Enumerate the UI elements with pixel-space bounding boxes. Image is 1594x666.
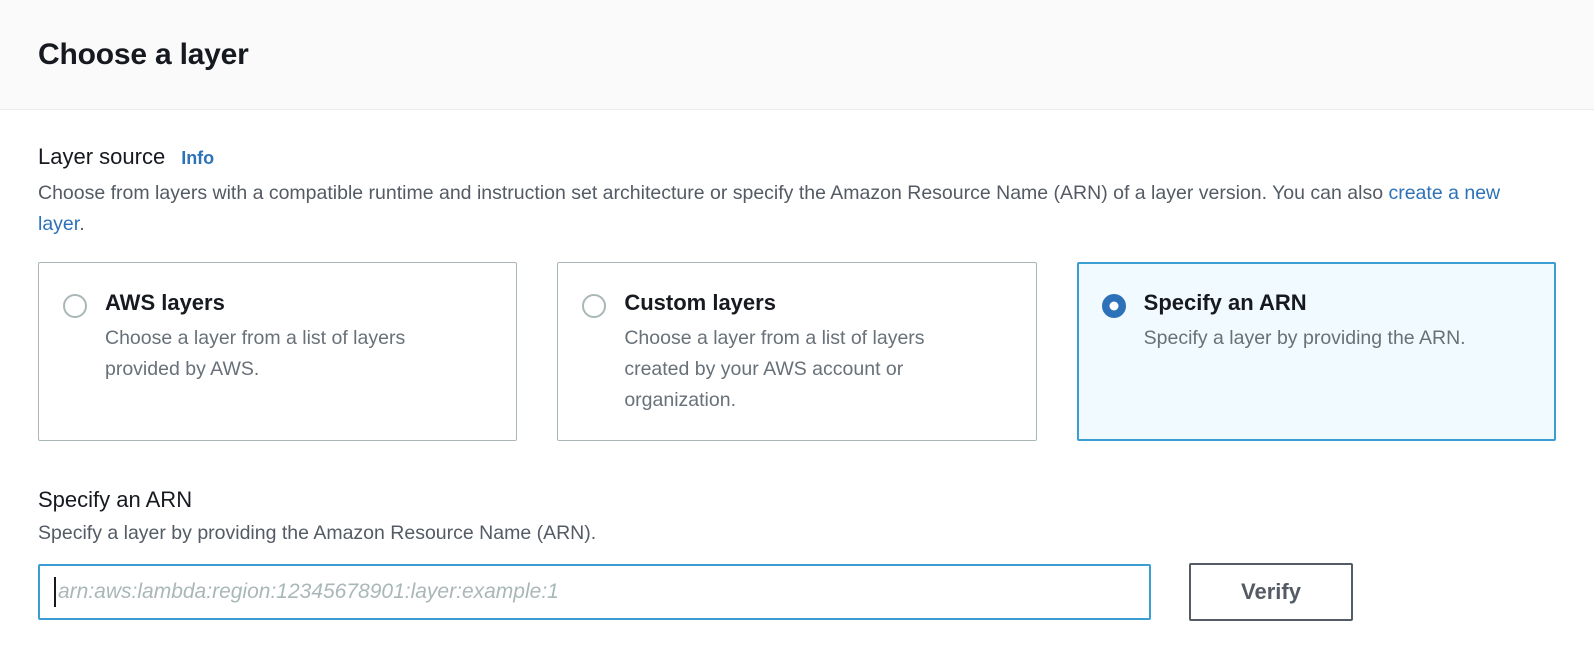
radio-icon[interactable] — [63, 294, 87, 318]
layer-source-option-aws-layers[interactable]: AWS layers Choose a layer from a list of… — [38, 262, 518, 441]
page-title: Choose a layer — [38, 37, 249, 71]
create-a-new-layer-link[interactable]: create a new layer — [38, 182, 1501, 235]
layer-source-radio-group: AWS layers Choose a layer from a list of… — [38, 262, 1556, 441]
arn-input-wrapper — [38, 564, 1151, 620]
arn-input-row: Verify — [38, 563, 1556, 621]
option-description: Choose a layer from a list of layers pro… — [105, 327, 406, 380]
layer-source-label-row: Layer source Info — [38, 144, 1556, 170]
option-title: AWS layers — [105, 290, 225, 315]
verify-button[interactable]: Verify — [1189, 563, 1353, 621]
option-description: Choose a layer from a list of layers cre… — [624, 327, 925, 411]
option-title: Specify an ARN — [1143, 290, 1307, 315]
dialog-header: Choose a layer — [0, 0, 1594, 110]
arn-section: Specify an ARN Specify a layer by provid… — [38, 487, 1556, 621]
text-caret — [54, 577, 56, 607]
layer-source-description-text-1: Choose from layers with a compatible run… — [38, 182, 1389, 204]
layer-source-description-text-2: . — [79, 213, 85, 235]
option-description: Specify a layer by providing the ARN. — [1143, 327, 1466, 349]
radio-icon[interactable] — [582, 294, 607, 318]
arn-section-label: Specify an ARN — [38, 487, 193, 512]
arn-section-hint: Specify a layer by providing the Amazon … — [38, 522, 597, 544]
dialog-body: Layer source Info Choose from layers wit… — [0, 110, 1594, 621]
info-link[interactable]: Info — [181, 148, 215, 168]
radio-selected-icon[interactable] — [1101, 294, 1126, 318]
layer-source-label: Layer source — [38, 144, 166, 169]
layer-source-option-specify-an-arn[interactable]: Specify an ARN Specify a layer by provid… — [1076, 262, 1556, 441]
layer-source-description: Choose from layers with a compatible run… — [38, 178, 1508, 240]
layer-source-option-custom-layers[interactable]: Custom layers Choose a layer from a list… — [557, 262, 1037, 441]
option-title: Custom layers — [624, 290, 776, 315]
arn-input[interactable] — [38, 564, 1151, 620]
